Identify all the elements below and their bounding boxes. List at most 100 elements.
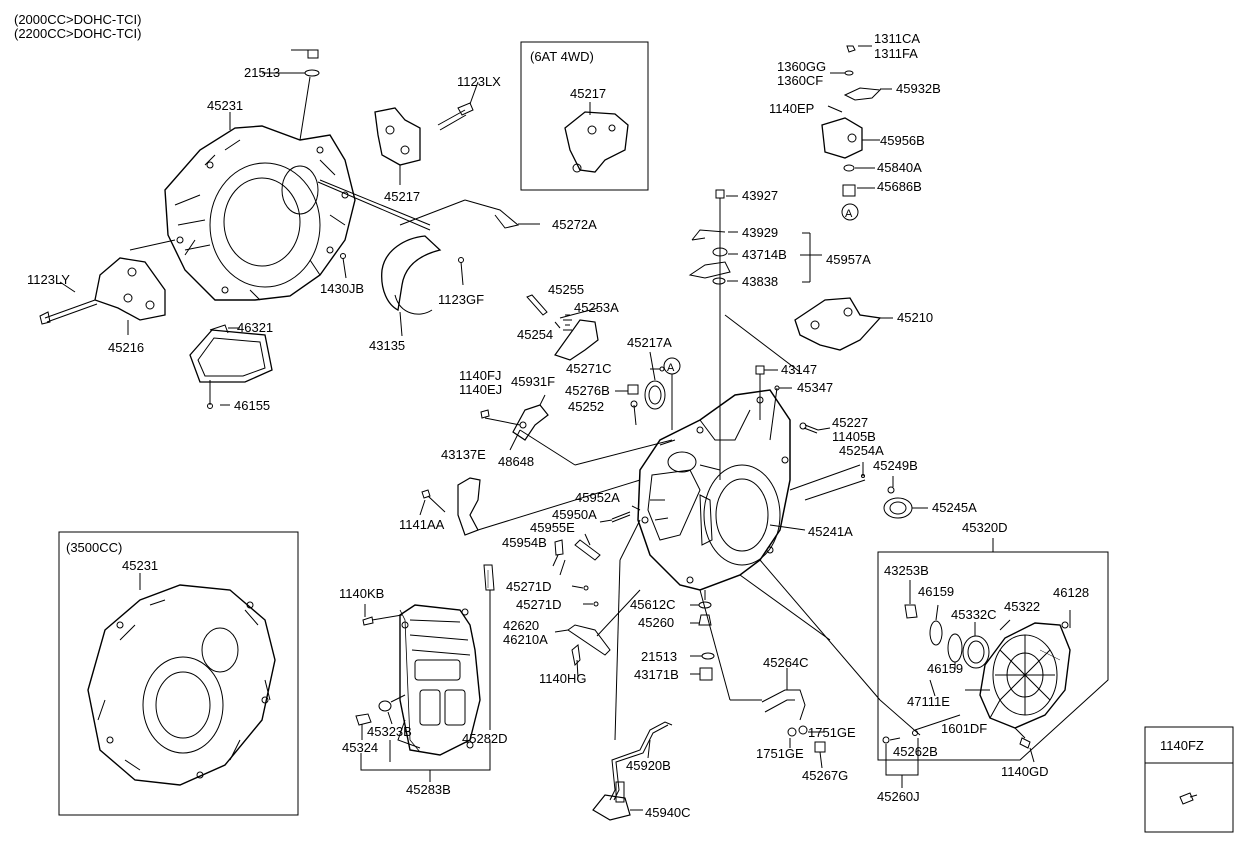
part-label-45950A[interactable]: 45950A bbox=[552, 507, 597, 522]
part-label-46159-bottom[interactable]: 46159 bbox=[927, 661, 964, 676]
part-label-45260[interactable]: 45260 bbox=[638, 615, 675, 630]
part-label-45931F[interactable]: 45931F bbox=[511, 374, 556, 389]
part-label-46210A[interactable]: 46210A bbox=[503, 632, 548, 647]
part-label-43137E[interactable]: 43137E bbox=[441, 447, 486, 462]
part-label-21513-bottom[interactable]: 21513 bbox=[641, 649, 678, 664]
part-label-1141AA[interactable]: 1141AA bbox=[399, 517, 445, 532]
part-label-45686B[interactable]: 45686B bbox=[877, 179, 922, 194]
part-label-1311CA[interactable]: 1311CA bbox=[874, 31, 921, 46]
part-label-1140EP[interactable]: 1140EP bbox=[769, 101, 815, 116]
part-label-45231[interactable]: 45231 bbox=[207, 98, 244, 113]
part-label-1140GD[interactable]: 1140GD bbox=[1001, 764, 1049, 779]
valve-body-illustration bbox=[397, 604, 481, 756]
housing-3500cc-illustration bbox=[87, 584, 276, 786]
part-label-1123GF[interactable]: 1123GF bbox=[438, 292, 485, 307]
part-label-11405B[interactable]: 11405B bbox=[832, 429, 876, 444]
bracket-45217-illustration bbox=[374, 107, 421, 185]
part-label-1360GG[interactable]: 1360GG bbox=[777, 59, 827, 74]
part-label-1751GE-left[interactable]: 1751GE bbox=[756, 746, 804, 761]
part-label-1140FJ[interactable]: 1140FJ bbox=[459, 368, 502, 383]
part-label-45227[interactable]: 45227 bbox=[832, 415, 869, 430]
part-label-45957A[interactable]: 45957A bbox=[826, 252, 871, 267]
part-label-45271D-lower[interactable]: 45271D bbox=[516, 597, 562, 612]
part-label-46159-top[interactable]: 46159 bbox=[918, 584, 955, 599]
part-label-43927[interactable]: 43927 bbox=[742, 188, 779, 203]
baffle-43135-illustration bbox=[381, 235, 442, 337]
part-label-47111E[interactable]: 47111E bbox=[907, 694, 950, 709]
part-label-45267G[interactable]: 45267G bbox=[802, 768, 849, 783]
part-label-45217-awd[interactable]: 45217 bbox=[570, 86, 607, 101]
part-label-45276B[interactable]: 45276B bbox=[565, 383, 610, 398]
part-label-45262B[interactable]: 45262B bbox=[893, 744, 938, 759]
part-label-45249B[interactable]: 45249B bbox=[873, 458, 918, 473]
part-label-43135[interactable]: 43135 bbox=[369, 338, 406, 353]
part-label-1140HG[interactable]: 1140HG bbox=[539, 671, 587, 686]
part-label-45612C[interactable]: 45612C bbox=[630, 597, 676, 612]
part-label-1140EJ[interactable]: 1140EJ bbox=[459, 382, 503, 397]
callout-a-case: A bbox=[667, 362, 675, 374]
part-label-1601DF[interactable]: 1601DF bbox=[941, 721, 988, 736]
inset-awd-title: (6AT 4WD) bbox=[530, 49, 594, 64]
part-label-1140KB[interactable]: 1140KB bbox=[339, 586, 385, 601]
part-label-1751GE-right[interactable]: 1751GE bbox=[808, 725, 856, 740]
part-label-45264C[interactable]: 45264C bbox=[763, 655, 809, 670]
part-label-45324[interactable]: 45324 bbox=[342, 740, 379, 755]
part-label-45954B[interactable]: 45954B bbox=[502, 535, 547, 550]
part-label-45254[interactable]: 45254 bbox=[517, 327, 554, 342]
part-label-46155[interactable]: 46155 bbox=[234, 398, 271, 413]
rear-cover-illustration bbox=[979, 621, 1071, 729]
part-label-45956B[interactable]: 45956B bbox=[880, 133, 925, 148]
part-label-45210[interactable]: 45210 bbox=[897, 310, 934, 325]
part-label-43147[interactable]: 43147 bbox=[781, 362, 818, 377]
part-label-43714B[interactable]: 43714B bbox=[742, 247, 787, 262]
part-label-45332C[interactable]: 45332C bbox=[951, 607, 997, 622]
part-label-45840A[interactable]: 45840A bbox=[877, 160, 922, 175]
bracket-45210-illustration bbox=[794, 297, 893, 351]
part-label-43929[interactable]: 43929 bbox=[742, 225, 779, 240]
part-label-45217[interactable]: 45217 bbox=[384, 189, 421, 204]
part-label-46321[interactable]: 46321 bbox=[237, 320, 274, 335]
part-label-1430JB[interactable]: 1430JB bbox=[320, 281, 365, 296]
part-label-48648[interactable]: 48648 bbox=[498, 454, 535, 469]
part-label-21513-top[interactable]: 21513 bbox=[244, 65, 281, 80]
part-label-43171B[interactable]: 43171B bbox=[634, 667, 679, 682]
part-label-45217A[interactable]: 45217A bbox=[627, 335, 672, 350]
part-label-45320D[interactable]: 45320D bbox=[962, 520, 1008, 535]
part-label-45282D[interactable]: 45282D bbox=[462, 731, 508, 746]
converter-housing-illustration bbox=[164, 125, 356, 301]
part-label-1123LX[interactable]: 1123LX bbox=[457, 74, 501, 89]
part-label-1360CF[interactable]: 1360CF bbox=[777, 73, 824, 88]
part-label-45272A[interactable]: 45272A bbox=[552, 217, 597, 232]
part-label-1123LY[interactable]: 1123LY bbox=[27, 272, 70, 287]
part-label-45252[interactable]: 45252 bbox=[568, 399, 605, 414]
part-label-46128[interactable]: 46128 bbox=[1053, 585, 1090, 600]
part-label-45271D-upper[interactable]: 45271D bbox=[506, 579, 552, 594]
part-label-45932B[interactable]: 45932B bbox=[896, 81, 941, 96]
part-label-45216[interactable]: 45216 bbox=[108, 340, 145, 355]
part-label-45231-3500cc[interactable]: 45231 bbox=[122, 558, 159, 573]
part-label-45253A[interactable]: 45253A bbox=[574, 300, 619, 315]
part-label-42620[interactable]: 42620 bbox=[503, 618, 540, 633]
part-label-45322[interactable]: 45322 bbox=[1004, 599, 1041, 614]
part-label-45271C[interactable]: 45271C bbox=[566, 361, 612, 376]
part-label-45347[interactable]: 45347 bbox=[797, 380, 834, 395]
part-label-45245A[interactable]: 45245A bbox=[932, 500, 977, 515]
part-label-45955E[interactable]: 45955E bbox=[530, 520, 575, 535]
part-label-45283B[interactable]: 45283B bbox=[406, 782, 451, 797]
header-line-1: (2000CC>DOHC-TCI) bbox=[14, 12, 142, 27]
part-label-45260J[interactable]: 45260J bbox=[877, 789, 920, 804]
part-label-45323B[interactable]: 45323B bbox=[367, 724, 412, 739]
part-label-45255[interactable]: 45255 bbox=[548, 282, 585, 297]
transmission-case-illustration bbox=[637, 389, 791, 591]
part-label-45952A[interactable]: 45952A bbox=[575, 490, 620, 505]
part-label-45920B[interactable]: 45920B bbox=[626, 758, 671, 773]
part-label-45254A[interactable]: 45254A bbox=[839, 443, 884, 458]
part-label-43838[interactable]: 43838 bbox=[742, 274, 779, 289]
part-label-45940C[interactable]: 45940C bbox=[645, 805, 691, 820]
part-label-1140FZ[interactable]: 1140FZ bbox=[1160, 738, 1204, 753]
part-label-1311FA[interactable]: 1311FA bbox=[874, 46, 918, 61]
part-label-45241A[interactable]: 45241A bbox=[808, 524, 853, 539]
part-label-43253B[interactable]: 43253B bbox=[884, 563, 929, 578]
filter-46321-illustration bbox=[189, 324, 273, 383]
